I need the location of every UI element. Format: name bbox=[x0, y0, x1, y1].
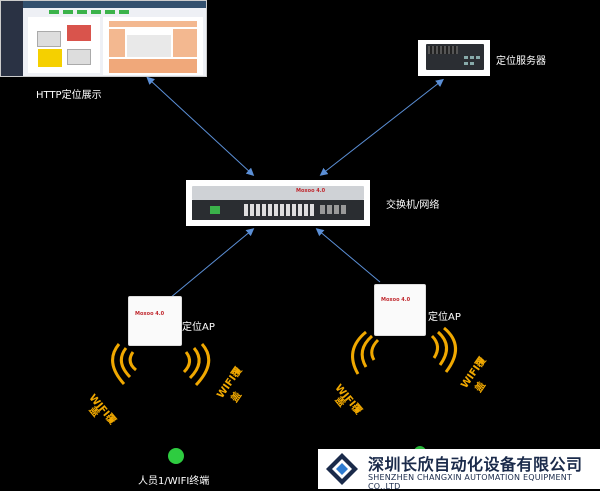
ap-left-label: 定位AP bbox=[182, 322, 215, 333]
wifi-waves-ap-left-2 bbox=[182, 343, 211, 387]
company-logo: 深圳长欣自动化设备有限公司 SHENZHEN CHANGXIN AUTOMATI… bbox=[318, 449, 600, 491]
switch-label: 交换机/网络 bbox=[386, 200, 440, 211]
http-display-label: HTTP定位展示 bbox=[36, 90, 102, 101]
wifi-waves-ap-right-2 bbox=[430, 326, 457, 373]
wifi-waves-ap-left-1 bbox=[111, 343, 137, 386]
wifi-waves-ap-right-1 bbox=[351, 330, 380, 375]
arrow-display-switch bbox=[146, 76, 255, 177]
company-name-cn: 深圳长欣自动化设备有限公司 bbox=[368, 455, 583, 474]
arrow-apleft-switch bbox=[169, 228, 255, 299]
network-switch-image: Moxoo 4.0 bbox=[186, 180, 370, 226]
terminal-label: 人员1/WIFI终端 bbox=[138, 476, 210, 487]
http-dashboard-thumbnail bbox=[0, 0, 207, 77]
server-label: 定位服务器 bbox=[496, 56, 546, 67]
ap-left-brand: Moxoo 4.0 bbox=[135, 311, 165, 317]
access-point-right: Moxoo 4.0 bbox=[374, 284, 426, 336]
arrow-server-switch bbox=[319, 78, 444, 176]
positioning-server-image bbox=[418, 40, 490, 76]
company-name-en: SHENZHEN CHANGXIN AUTOMATION EQUIPMENT C… bbox=[368, 473, 572, 491]
ap-right-label: 定位AP bbox=[428, 312, 461, 323]
access-point-left: Moxoo 4.0 bbox=[128, 296, 182, 346]
terminal-dot bbox=[168, 448, 184, 464]
company-logo-icon bbox=[326, 453, 358, 485]
ap-right-brand: Moxoo 4.0 bbox=[381, 297, 411, 303]
arrow-apright-switch bbox=[315, 228, 381, 283]
switch-brand: Moxoo 4.0 bbox=[296, 188, 326, 194]
